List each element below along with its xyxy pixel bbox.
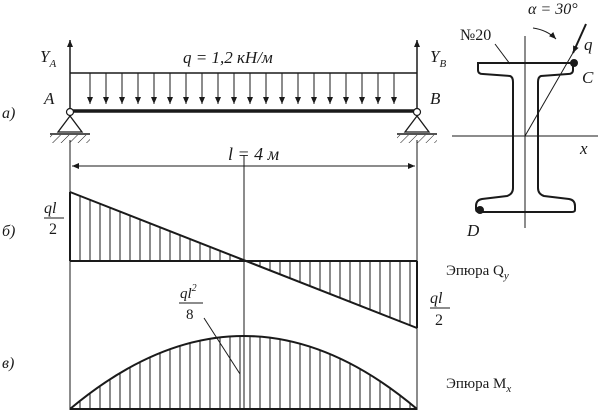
axis-x-label: x bbox=[579, 139, 588, 158]
point-d-label: D bbox=[466, 221, 480, 240]
moment-numerator-text: ql bbox=[180, 286, 192, 302]
profile-label: №20 bbox=[460, 27, 491, 44]
i-beam-outline bbox=[475, 62, 576, 213]
support-a bbox=[50, 107, 90, 143]
reaction-yb-symbol: Y bbox=[430, 47, 441, 66]
moment-title-subscript: x bbox=[505, 383, 511, 395]
moment-exponent: 2 bbox=[192, 283, 197, 294]
point-d-dot bbox=[476, 206, 484, 214]
moment-diagram-title: Эпюра Mx bbox=[446, 376, 511, 395]
row-label-a: а) bbox=[2, 105, 15, 122]
beam-scheme bbox=[50, 40, 437, 169]
moment-hatching bbox=[79, 336, 411, 409]
shear-line bbox=[69, 191, 418, 329]
point-c-dot bbox=[570, 59, 578, 67]
support-b bbox=[397, 107, 437, 143]
load-arrows bbox=[87, 73, 397, 104]
load-direction-line bbox=[524, 50, 575, 137]
support-b-label: B bbox=[430, 89, 441, 108]
shear-left-denominator: 2 bbox=[49, 221, 57, 238]
moment-leader bbox=[203, 317, 241, 375]
shear-title-subscript: y bbox=[503, 270, 509, 282]
angle-label: α = 30° bbox=[528, 1, 578, 18]
reaction-ya-symbol: Y bbox=[40, 47, 51, 66]
point-c-label: C bbox=[582, 68, 594, 87]
moment-label-numerator: ql2 bbox=[180, 283, 197, 302]
load-q-arrow bbox=[572, 23, 587, 54]
load-label: q = 1,2 кН/м bbox=[183, 48, 273, 67]
shear-title-text: Эпюра Q bbox=[446, 263, 504, 279]
moment-label-denominator: 8 bbox=[186, 307, 194, 323]
profile-leader bbox=[494, 43, 511, 65]
i-beam-section bbox=[452, 23, 598, 228]
moment-diagram bbox=[69, 317, 418, 410]
load-q-label: q bbox=[584, 35, 593, 54]
shear-diagram-title: Эпюра Qy bbox=[446, 263, 509, 282]
span-label: l = 4 м bbox=[228, 144, 280, 164]
row-label-b: б) bbox=[2, 223, 15, 240]
shear-right-denominator: 2 bbox=[435, 312, 443, 329]
row-label-c: в) bbox=[2, 355, 14, 372]
reaction-yb-label: YB bbox=[430, 47, 446, 70]
shear-right-numerator: ql bbox=[430, 290, 443, 307]
reaction-ya-label: YA bbox=[40, 47, 56, 70]
shear-hatching bbox=[79, 195, 411, 326]
reaction-yb-subscript: B bbox=[439, 58, 446, 70]
angle-arc bbox=[532, 27, 557, 40]
shear-left-numerator: ql bbox=[44, 200, 57, 217]
shear-diagram bbox=[69, 191, 418, 329]
extension-lines bbox=[69, 140, 418, 410]
moment-title-text: Эпюра M bbox=[446, 376, 506, 392]
reaction-ya-subscript: A bbox=[48, 58, 56, 70]
support-a-label: A bbox=[43, 89, 55, 108]
